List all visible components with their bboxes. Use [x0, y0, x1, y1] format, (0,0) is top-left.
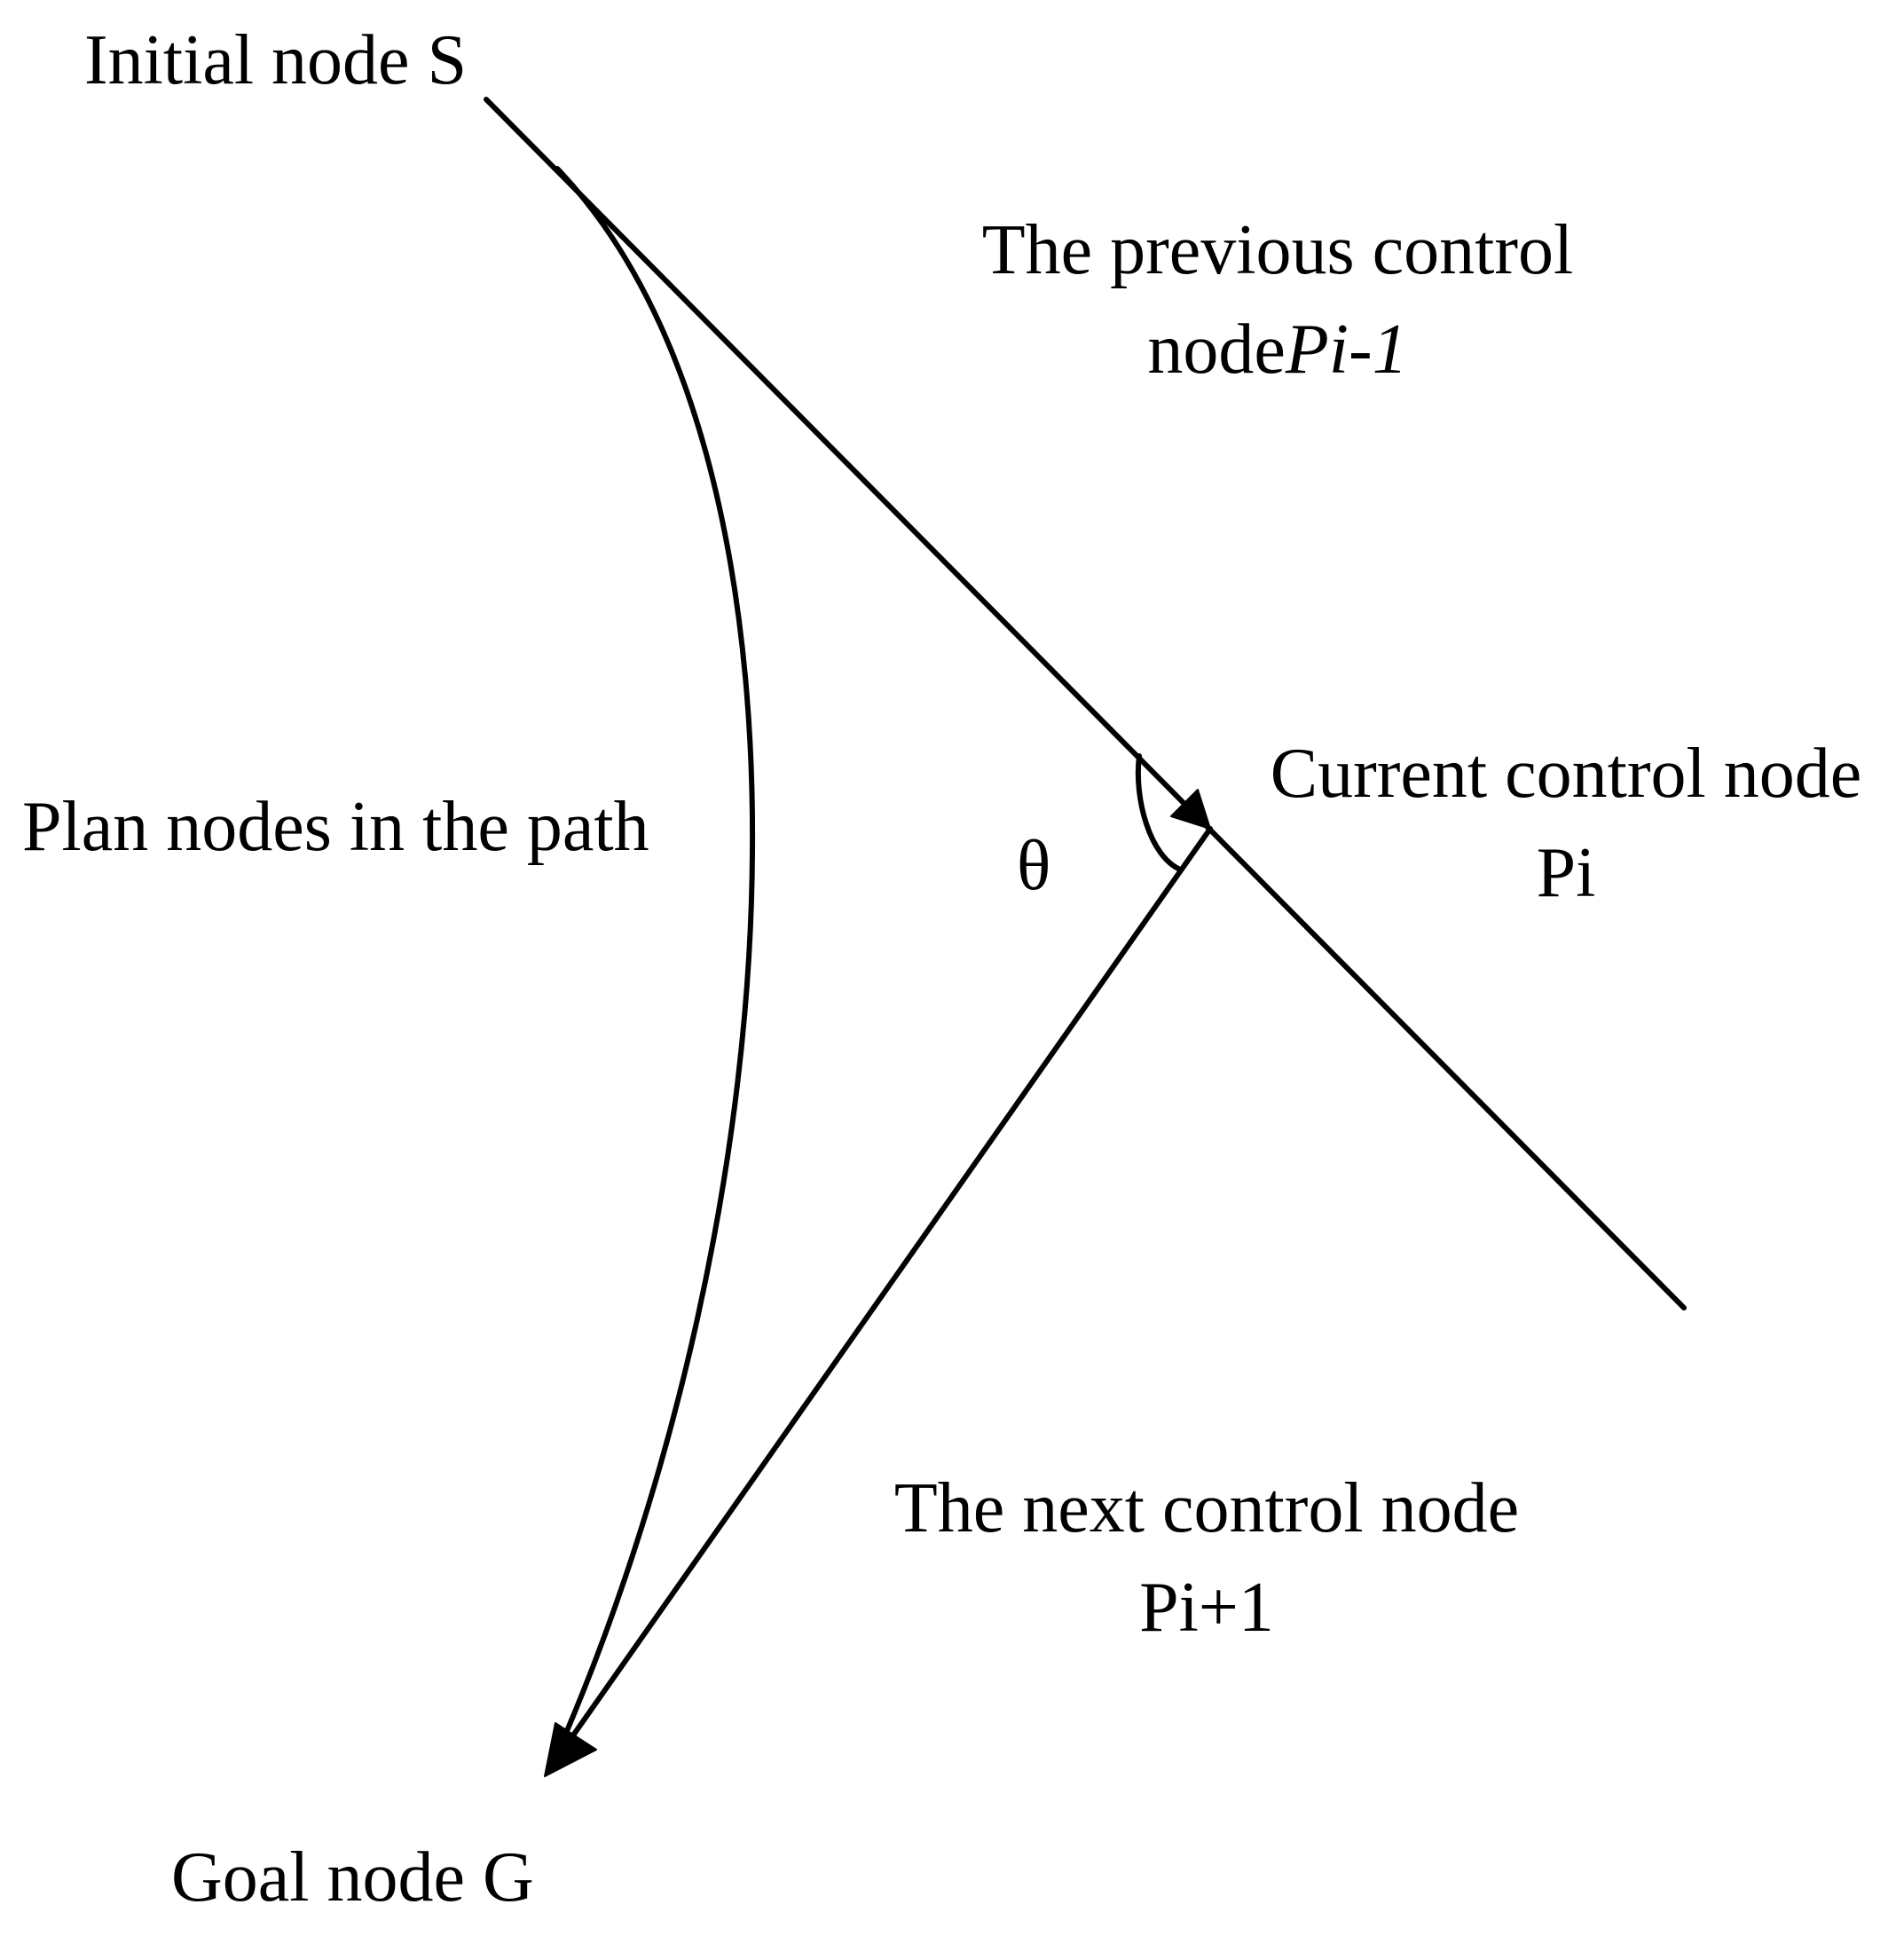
goal-node-label: Goal node G — [171, 1838, 534, 1916]
previous-node-line1: The previous control — [981, 211, 1574, 289]
previous-node-symbol: Pi-1 — [1285, 311, 1408, 389]
current-node-arrowhead — [1170, 789, 1211, 830]
current-node-line2: Pi — [1536, 834, 1596, 912]
previous-node-label: The previous control nodePi-1 — [967, 201, 1588, 399]
next-node-line2: Pi+1 — [1139, 1569, 1274, 1647]
next-direction-line — [549, 826, 1213, 1768]
initial-node-label: Initial node S — [84, 21, 468, 99]
planned-path-curve — [549, 166, 756, 1768]
previous-node-prefix: node — [1147, 311, 1286, 389]
next-node-label: The next control node Pi+1 — [878, 1459, 1535, 1657]
goal-arrowhead — [544, 1722, 597, 1777]
current-node-label: Current control node Pi — [1251, 724, 1881, 923]
current-node-line1: Current control node — [1270, 735, 1862, 813]
previous-node-line2: nodePi-1 — [967, 300, 1588, 399]
next-node-line1: The next control node — [893, 1469, 1520, 1547]
control-direction-line — [484, 97, 1687, 1310]
angle-theta-label: θ — [1017, 827, 1051, 905]
path-label: Plan nodes in the path — [22, 788, 649, 866]
angle-theta-arc — [1135, 753, 1183, 872]
